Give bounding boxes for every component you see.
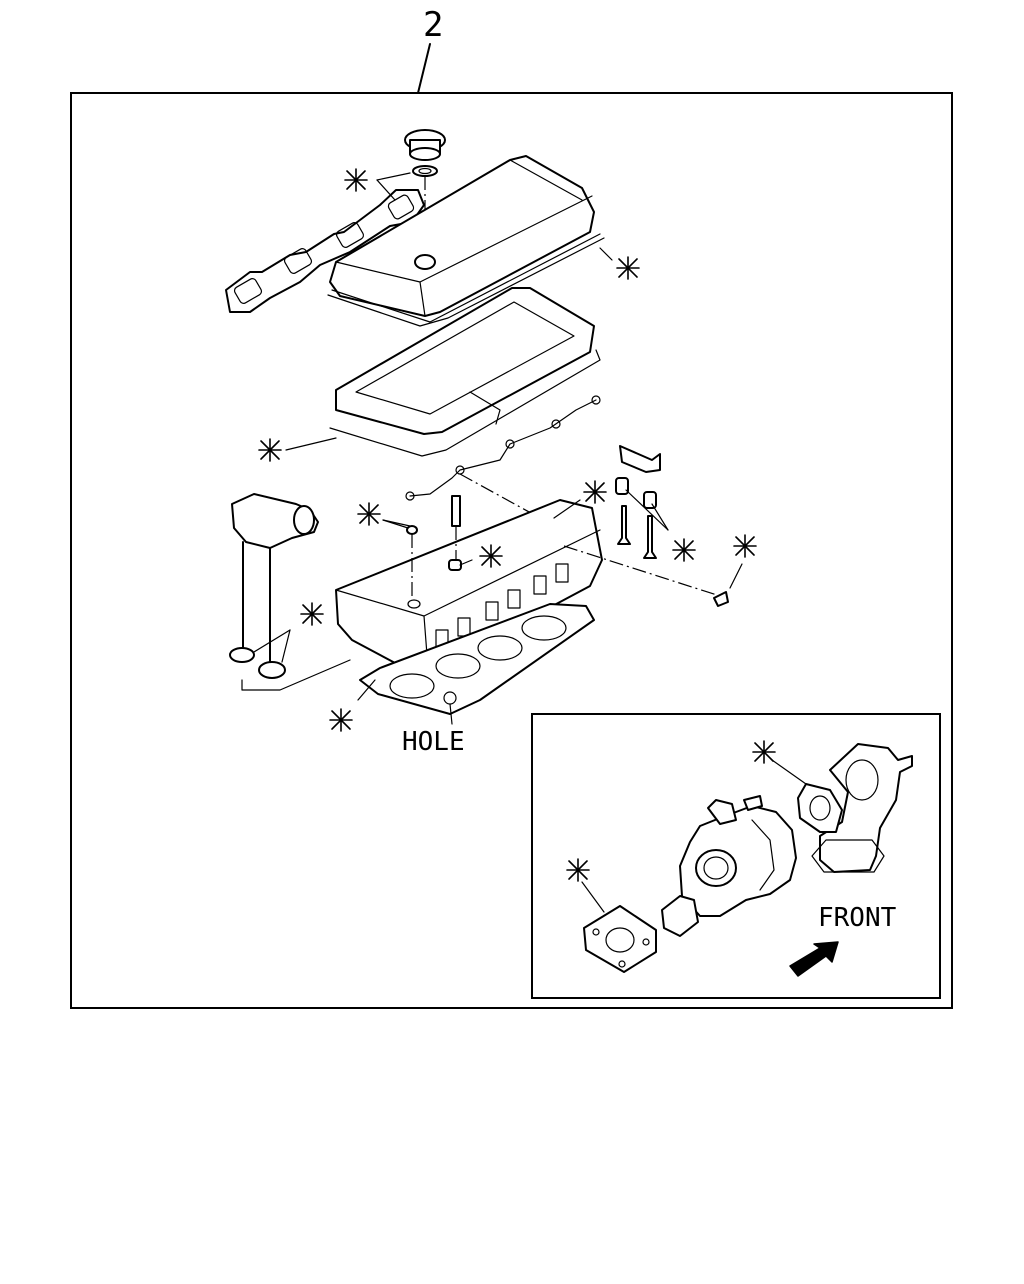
valve-spring-1 [615, 477, 629, 495]
asterisk-4 [357, 502, 381, 526]
inset-frame [531, 713, 941, 999]
asterisk-8 [733, 534, 757, 558]
asterisk-7 [672, 538, 696, 562]
asterisk-10 [329, 708, 353, 732]
asterisk-2 [616, 256, 640, 280]
cylinder-head-cover [329, 155, 601, 323]
turbo-flange [661, 895, 699, 937]
main-frame [70, 92, 953, 1009]
injector-pipe [409, 399, 597, 497]
asterisk-12 [566, 858, 590, 882]
asterisk-11 [752, 740, 776, 764]
plug-bolt [713, 591, 729, 607]
injector-washer [406, 525, 418, 535]
exhaust-manifold-gasket [225, 189, 425, 313]
oil-filler-cap [404, 129, 446, 177]
asterisk-6 [479, 544, 503, 568]
asterisk-9 [300, 602, 324, 626]
water-outlet [231, 493, 319, 549]
valve-spring-2 [643, 491, 657, 509]
front-arrow-icon [789, 941, 839, 977]
hole-label: HOLE [402, 727, 465, 757]
callout-leader [417, 43, 431, 94]
exhaust-elbow-gasket [797, 783, 843, 833]
asterisk-1 [344, 168, 368, 192]
turbo-inlet-gasket [583, 905, 657, 973]
hole-leader [449, 703, 453, 725]
front-label: FRONT [818, 903, 897, 933]
head-cover-gasket [327, 237, 605, 327]
o-ring-2 [258, 661, 286, 679]
valve-bridge [619, 445, 661, 473]
valve-1 [617, 505, 631, 545]
head-gasket [359, 603, 595, 715]
frame-gasket [329, 349, 601, 457]
callout-number: 2 [423, 5, 443, 45]
asterisk-3 [258, 438, 282, 462]
o-ring-1 [229, 647, 255, 663]
asterisk-5 [583, 480, 607, 504]
injector [451, 495, 461, 527]
injector-seal [448, 559, 462, 571]
turbocharger [679, 795, 797, 917]
valve-2 [643, 515, 657, 559]
